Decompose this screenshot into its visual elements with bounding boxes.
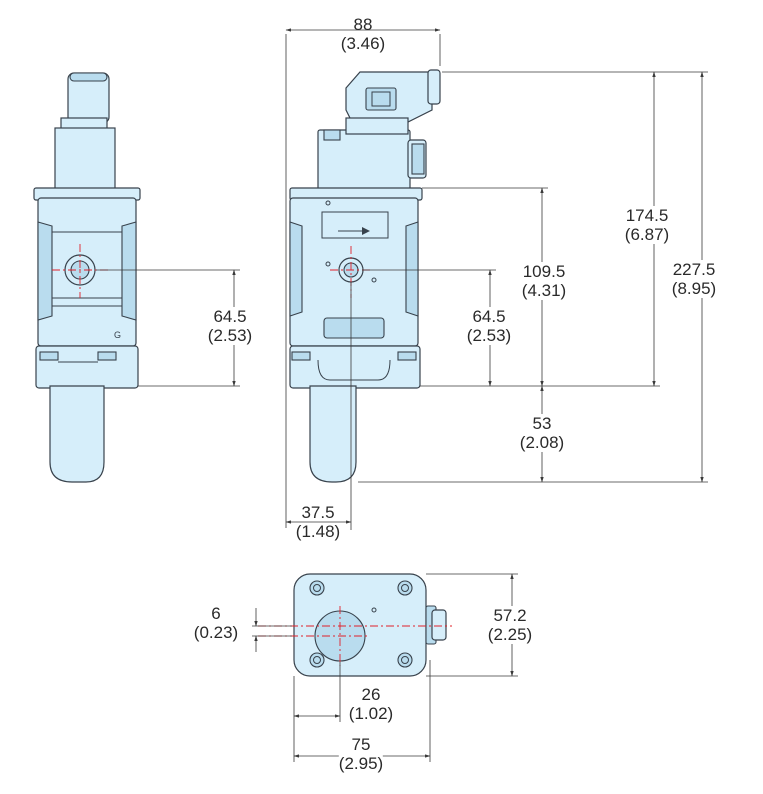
label-port-offset-in: (0.23) <box>193 623 239 642</box>
dim-top-width <box>285 28 441 528</box>
label-left-height-mm: 64.5 <box>213 307 247 326</box>
label-port-offset-mm: 6 <box>211 604 221 623</box>
side-view: G <box>33 72 141 483</box>
front-view <box>289 69 441 483</box>
label-port-center: 26 (1.02) <box>349 685 393 723</box>
label-bowl-offset: 37.5 (1.48) <box>296 503 340 541</box>
label-connector-height: 174.5 (6.87) <box>624 206 670 244</box>
label-body-height: 109.5 (4.31) <box>521 262 567 300</box>
bottom-view <box>258 573 452 677</box>
dim-port-center <box>293 662 341 762</box>
label-front-port-height: 64.5 (2.53) <box>466 307 512 345</box>
dim-port-offset <box>252 608 292 652</box>
label-base-width-mm: 75 <box>351 735 371 754</box>
label-body-height-in: (4.31) <box>521 281 567 300</box>
label-body-height-mm: 109.5 <box>522 262 566 281</box>
label-base-width: 75 (2.95) <box>338 735 384 773</box>
label-overall-height: 227.5 (8.95) <box>671 260 717 298</box>
label-left-height: 64.5 (2.53) <box>207 307 253 345</box>
label-connector-height-in: (6.87) <box>624 225 670 244</box>
label-bowl-depth-in: (2.08) <box>519 433 565 452</box>
label-left-height-in: (2.53) <box>207 326 253 345</box>
label-body-depth-mm: 57.2 <box>493 606 527 625</box>
label-bowl-depth-mm: 53 <box>532 414 552 433</box>
label-front-port-height-mm: 64.5 <box>472 307 506 326</box>
label-front-port-height-in: (2.53) <box>466 326 512 345</box>
label-port-offset: 6 (0.23) <box>194 604 238 642</box>
label-overall-height-in: (8.95) <box>671 279 717 298</box>
label-overall-height-mm: 227.5 <box>672 260 716 279</box>
dim-bowl-offset <box>285 282 352 530</box>
label-connector-height-mm: 174.5 <box>625 206 669 225</box>
label-bowl-depth: 53 (2.08) <box>519 414 565 452</box>
label-base-width-in: (2.95) <box>338 754 384 773</box>
label-bowl-offset-mm: 37.5 <box>301 503 335 522</box>
label-top-width: 88 (3.46) <box>341 15 385 53</box>
label-body-depth-in: (2.25) <box>487 625 533 644</box>
label-top-width-in: (3.46) <box>340 34 386 53</box>
side-letter: G <box>114 330 121 340</box>
label-body-depth: 57.2 (2.25) <box>487 606 533 644</box>
label-top-width-mm: 88 <box>353 15 373 34</box>
label-port-center-mm: 26 <box>361 685 381 704</box>
label-bowl-offset-in: (1.48) <box>295 522 341 541</box>
label-port-center-in: (1.02) <box>348 704 394 723</box>
